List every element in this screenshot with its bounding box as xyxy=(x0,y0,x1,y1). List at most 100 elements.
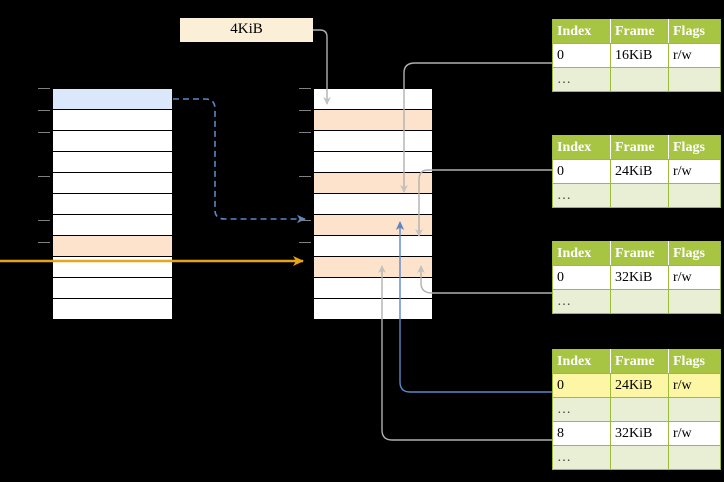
memory-row[interactable] xyxy=(52,193,173,215)
column-header-frame: Frame xyxy=(610,135,669,160)
table-cell[interactable]: 0 xyxy=(552,43,611,68)
table-row[interactable]: … xyxy=(552,183,721,208)
memory-row[interactable] xyxy=(313,88,433,110)
column-header-flags: Flags xyxy=(668,135,721,160)
wire-table3-to-frame xyxy=(417,265,552,294)
row-tick-mark xyxy=(299,132,311,133)
table-cell-ellipsis[interactable] xyxy=(668,289,721,314)
memory-row[interactable] xyxy=(52,109,173,131)
table-cell-ellipsis[interactable] xyxy=(668,183,721,208)
table-row[interactable]: … xyxy=(552,289,721,314)
table-cell[interactable]: 0 xyxy=(552,265,611,290)
table-cell[interactable]: r/w xyxy=(668,265,721,290)
row-tick-mark xyxy=(38,242,50,243)
table-cell-ellipsis[interactable]: … xyxy=(552,67,611,92)
table-cell[interactable]: 0 xyxy=(552,159,611,184)
table-cell[interactable]: r/w xyxy=(668,43,721,68)
column-header-flags: Flags xyxy=(668,19,721,44)
memory-row[interactable] xyxy=(313,151,433,173)
table-cell[interactable]: r/w xyxy=(668,421,721,446)
table-cell-ellipsis[interactable]: … xyxy=(552,183,611,208)
page-size-label: 4KiB xyxy=(180,18,313,42)
table-cell[interactable]: 16KiB xyxy=(610,43,669,68)
table-cell[interactable]: 24KiB xyxy=(610,373,669,398)
memory-row[interactable] xyxy=(313,277,433,299)
column-header-frame: Frame xyxy=(610,19,669,44)
row-tick-mark xyxy=(299,220,311,221)
memory-row[interactable] xyxy=(313,109,433,131)
row-tick-mark xyxy=(38,110,50,111)
memory-row[interactable] xyxy=(52,235,173,257)
wire-table2-to-frame xyxy=(415,169,552,237)
table-cell[interactable]: r/w xyxy=(668,373,721,398)
physical-memory-column xyxy=(313,88,433,320)
row-tick-mark xyxy=(299,242,311,243)
table-cell-ellipsis[interactable] xyxy=(668,397,721,422)
row-tick-mark xyxy=(38,220,50,221)
column-header-flags: Flags xyxy=(668,241,721,266)
table-cell[interactable]: 0 xyxy=(552,373,611,398)
table-cell[interactable]: 32KiB xyxy=(610,421,669,446)
table-cell-ellipsis[interactable]: … xyxy=(552,289,611,314)
table-cell[interactable]: 8 xyxy=(552,421,611,446)
memory-row[interactable] xyxy=(52,151,173,173)
memory-row[interactable] xyxy=(313,193,433,215)
column-header-frame: Frame xyxy=(610,349,669,374)
column-header-index: Index xyxy=(552,349,611,374)
table-cell-ellipsis[interactable] xyxy=(610,397,669,422)
wire-virtual-page-blue-dashed xyxy=(173,98,306,224)
table-cell-ellipsis[interactable] xyxy=(610,289,669,314)
memory-row[interactable] xyxy=(313,172,433,194)
memory-row[interactable] xyxy=(313,214,433,236)
memory-row[interactable] xyxy=(313,130,433,152)
memory-row[interactable] xyxy=(52,256,173,278)
memory-row[interactable] xyxy=(52,214,173,236)
memory-row[interactable] xyxy=(52,88,173,110)
column-header-index: Index xyxy=(552,241,611,266)
memory-row[interactable] xyxy=(313,298,433,320)
virtual-address-space-column xyxy=(52,88,173,320)
table-cell-ellipsis[interactable]: … xyxy=(552,397,611,422)
memory-row[interactable] xyxy=(52,172,173,194)
table-cell-ellipsis[interactable] xyxy=(610,67,669,92)
table-row[interactable]: … xyxy=(552,397,721,422)
table-row[interactable]: … xyxy=(552,67,721,92)
memory-row[interactable] xyxy=(313,256,433,278)
table-cell-ellipsis[interactable] xyxy=(610,445,669,470)
table-cell[interactable]: 24KiB xyxy=(610,159,669,184)
column-header-flags: Flags xyxy=(668,349,721,374)
column-header-frame: Frame xyxy=(610,241,669,266)
table-cell[interactable]: 32KiB xyxy=(610,265,669,290)
memory-row[interactable] xyxy=(52,298,173,320)
row-tick-mark xyxy=(38,176,50,177)
row-tick-mark xyxy=(299,176,311,177)
table-row[interactable]: … xyxy=(552,445,721,470)
memory-row[interactable] xyxy=(52,277,173,299)
column-header-index: Index xyxy=(552,135,611,160)
table-cell-ellipsis[interactable] xyxy=(610,183,669,208)
row-tick-mark xyxy=(38,88,50,89)
table-cell[interactable]: r/w xyxy=(668,159,721,184)
row-tick-mark xyxy=(299,110,311,111)
row-tick-mark xyxy=(299,88,311,89)
memory-row[interactable] xyxy=(52,130,173,152)
table-cell-ellipsis[interactable] xyxy=(668,67,721,92)
row-tick-mark xyxy=(38,132,50,133)
table-cell-ellipsis[interactable]: … xyxy=(552,445,611,470)
memory-row[interactable] xyxy=(313,235,433,257)
table-cell-ellipsis[interactable] xyxy=(668,445,721,470)
